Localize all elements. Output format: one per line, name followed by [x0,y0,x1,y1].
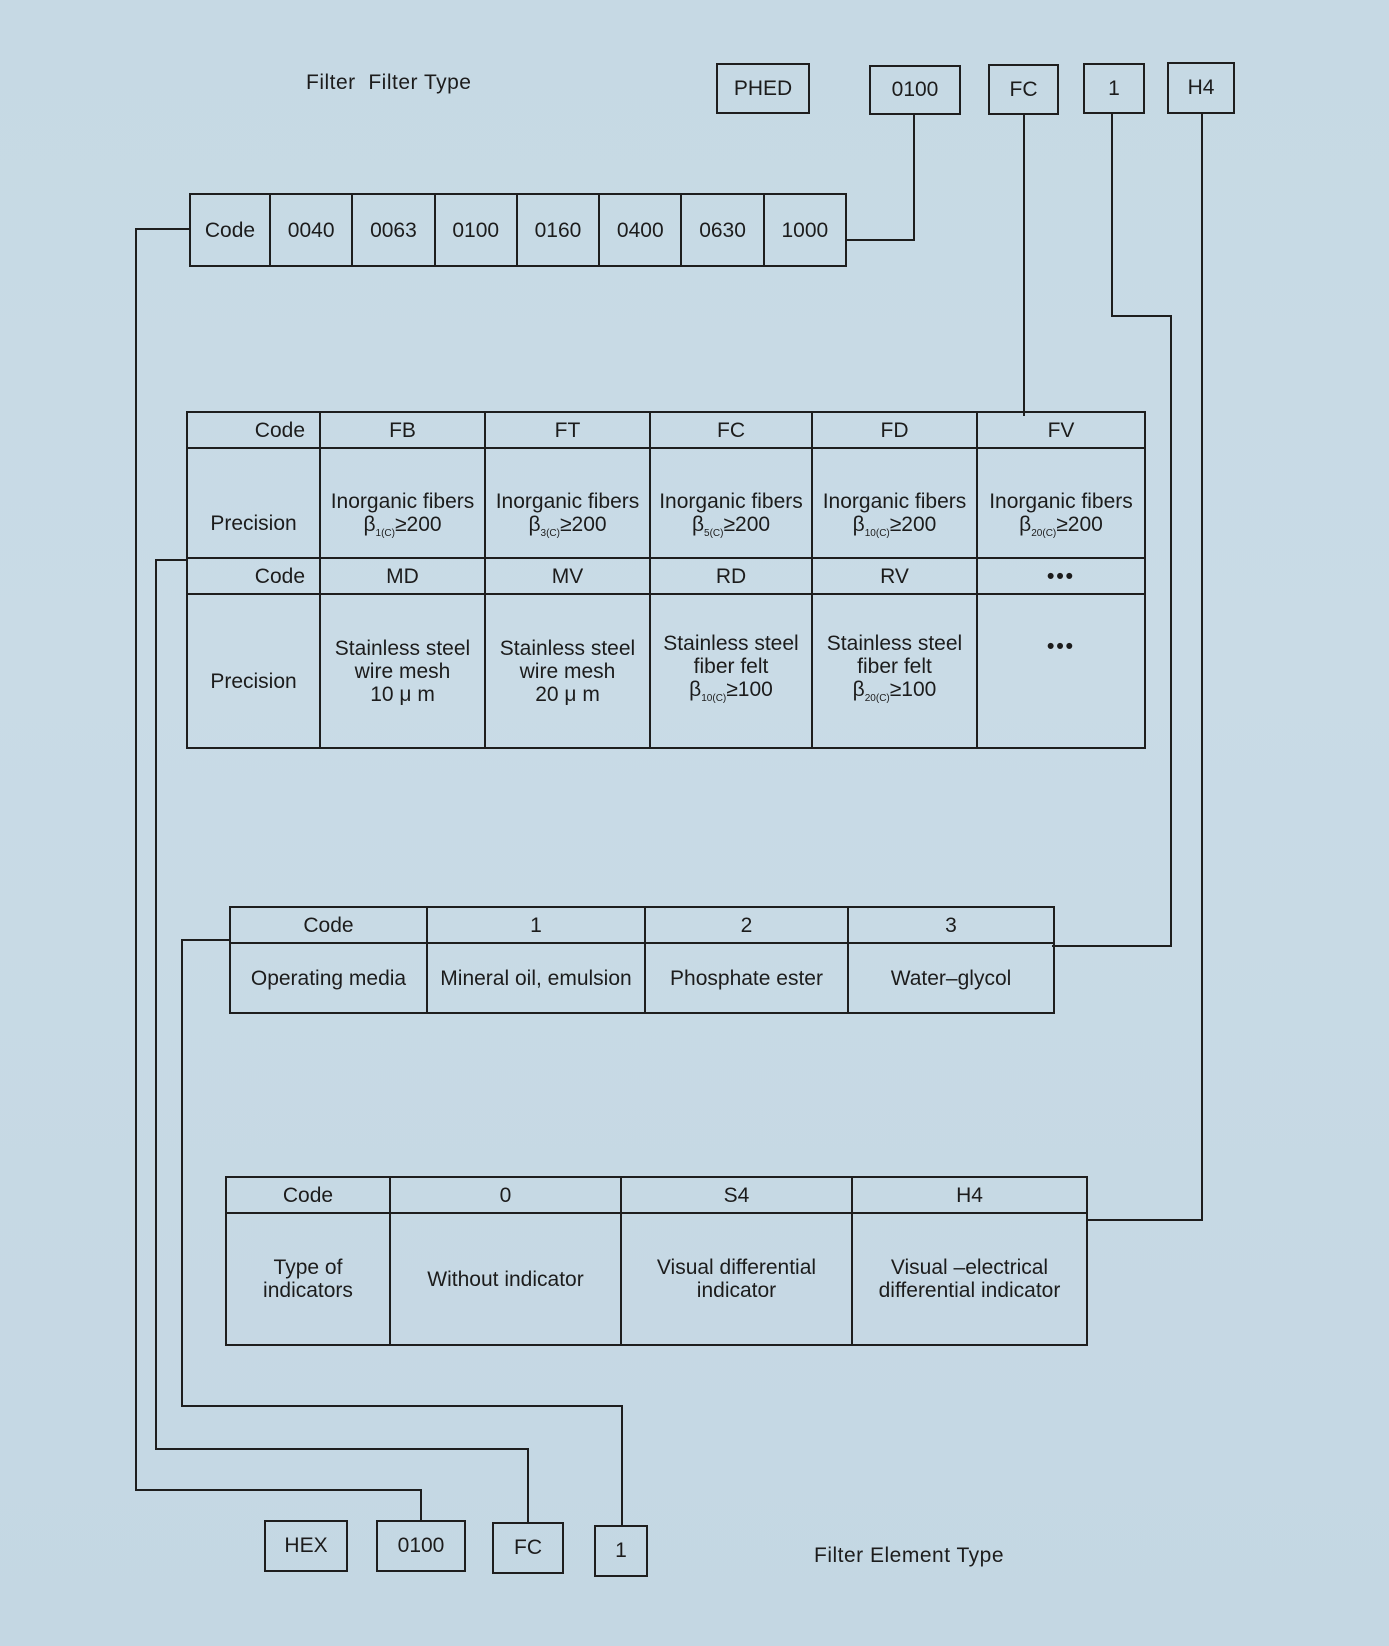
size-table: Code 0040 0063 0100 0160 0400 0630 1000 [189,193,848,267]
size-code: 0100 [433,193,518,267]
size-code-header: Code [189,193,271,267]
connector-size [846,114,915,241]
indicator-code: S4 [620,1176,853,1214]
connector-element-media [181,939,623,1525]
code-box-indicator: H4 [1167,62,1235,114]
media-code-header: Code [229,906,428,944]
media-code: 1 [426,906,646,944]
precision-code: MD [319,557,486,595]
media-row-header: Operating media [229,942,428,1014]
indicator-code-header: Code [225,1176,391,1214]
element-code-box-precision: FC [492,1522,564,1574]
precision-ellipsis: ••• [976,593,1146,749]
element-code-box-size: 0100 [376,1520,466,1572]
connector-media [1052,114,1172,947]
precision-table: Code FB FT FC FD FV Precision Inorganic … [186,411,1146,749]
media-code: 2 [644,906,849,944]
precision-code: FC [649,411,813,449]
element-code-box-series: HEX [264,1520,348,1572]
precision-code-header: Code [186,557,321,595]
media-cell: Phosphate ester [644,942,849,1014]
precision-code-header: Code [186,411,321,449]
precision-code: FV [976,411,1146,449]
precision-code: FD [811,411,978,449]
indicator-code: H4 [851,1176,1088,1214]
code-box-series: PHED [716,63,810,114]
media-code: 3 [847,906,1055,944]
precision-code: FT [484,411,651,449]
precision-code: RD [649,557,813,595]
media-cell: Water–glycol [847,942,1055,1014]
indicator-cell: Without indicator [389,1212,622,1346]
precision-ellipsis: ••• [976,557,1146,595]
size-code: 0160 [515,193,601,267]
code-box-media: 1 [1083,63,1145,114]
precision-row-header: Precision [186,593,321,749]
size-code: 0063 [351,193,436,267]
precision-code: RV [811,557,978,595]
code-box-precision: FC [988,64,1059,115]
indicator-code: 0 [389,1176,622,1214]
precision-row-header: Precision [186,447,321,559]
connector-element-size [135,228,422,1520]
size-code: 0040 [268,193,354,267]
size-code: 0630 [680,193,765,267]
connector-indicator [1086,114,1203,1221]
filter-element-type-title: Filter Element Type [814,1544,1005,1567]
media-table: Code 1 2 3 Operating media Mineral oil, … [229,906,1055,1014]
connector-element-precision [155,559,529,1522]
filter-type-title: Filter Filter Type [306,71,472,94]
precision-code: MV [484,557,651,595]
size-code: 1000 [762,193,848,267]
size-code: 0400 [598,193,683,267]
code-box-size: 0100 [869,65,961,115]
element-code-box-media: 1 [594,1525,648,1577]
media-cell: Mineral oil, emulsion [426,942,646,1014]
precision-code: FB [319,411,486,449]
